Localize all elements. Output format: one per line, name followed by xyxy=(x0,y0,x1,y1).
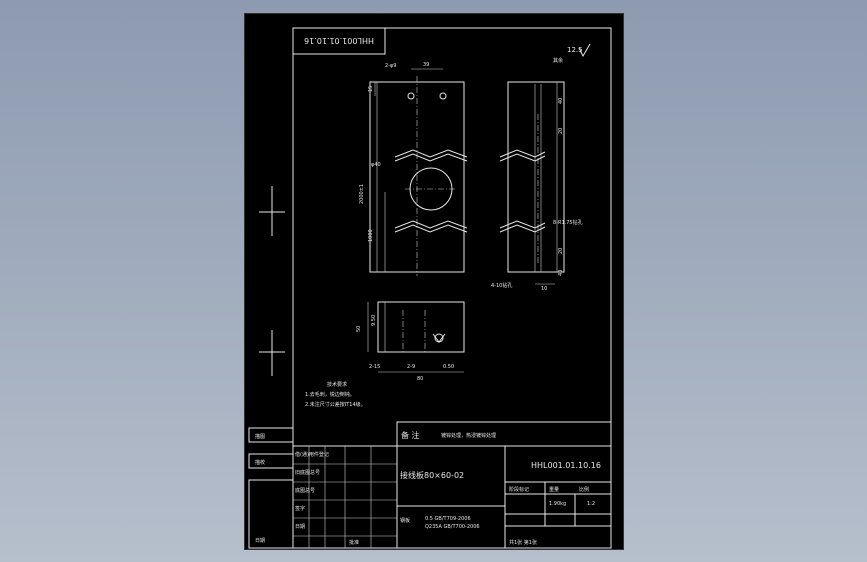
left-label-a: 描图 xyxy=(255,433,265,440)
weight-value: 1.90kg xyxy=(549,501,566,507)
scale-value: 1:2 xyxy=(587,501,595,507)
scale-label: 比例 xyxy=(579,486,589,493)
approved-label: 批准 xyxy=(349,539,359,546)
bottom-dim-right: 0.50 xyxy=(443,364,454,370)
left-label-c: 日期 xyxy=(255,538,265,544)
hole-spacing-dim: 39 xyxy=(423,62,429,68)
alignment-mark-upper xyxy=(259,186,285,236)
left-col-1: 借(通)用件登记 xyxy=(295,451,329,458)
side-dim-top: 40 xyxy=(558,98,564,104)
side-bottom-note: 4-10钻孔 xyxy=(491,282,512,289)
notes-title: 技术要求 xyxy=(327,381,347,388)
side-view xyxy=(499,81,565,285)
left-label-box-c xyxy=(248,479,294,549)
front-view xyxy=(369,68,468,276)
left-col-3: 底图总号 xyxy=(295,487,315,494)
notes-line-2: 2.未注尺寸公差按IT14级。 xyxy=(305,401,366,408)
weight-label: 重量 xyxy=(549,486,559,493)
left-col-2: 旧底图总号 xyxy=(295,469,320,476)
surface-note: 其余 xyxy=(553,57,563,64)
bottom-dim-left: 2-15 xyxy=(369,364,380,370)
surface-finish-value: 12.5 xyxy=(567,46,583,54)
bottom-dim-mid: 2-9 xyxy=(407,364,415,370)
center-hole-dim: φ40 xyxy=(371,162,381,168)
height-lower-dim: 1000 xyxy=(368,229,374,242)
side-dim-2: 20 xyxy=(558,128,564,134)
drawing-number: HHL001.01.10.16 xyxy=(531,461,601,470)
drawing-sheet: HHL001.01.10.16 12.5 其余 2-φ9 39 15 φ40 2… xyxy=(244,13,624,550)
stage-label: 阶段标记 xyxy=(509,486,529,493)
material: Q235A GB/T700-2006 xyxy=(425,524,480,530)
height-total-dim: 2000±1 xyxy=(359,184,365,204)
hole-dia-dim: 2-φ9 xyxy=(385,63,396,69)
rotated-code: HHL001.01.10.16 xyxy=(304,36,374,45)
part-name: 接线板80×60-02 xyxy=(400,470,464,480)
material-spec: 0.5 GB/T709-2006 xyxy=(425,516,471,522)
bottom-width-dim: 80 xyxy=(417,376,423,382)
side-hole-note: 8-R1.75钻孔 xyxy=(553,219,583,226)
left-label-b: 描校 xyxy=(255,459,265,466)
top-offset-dim: 15 xyxy=(368,86,374,92)
drawing-canvas: HHL001.01.10.16 12.5 其余 2-φ9 39 15 φ40 2… xyxy=(248,27,612,549)
left-col-5: 日期 xyxy=(295,524,305,530)
title-block xyxy=(293,421,612,549)
surface-finish-symbol xyxy=(578,43,591,58)
notes-line-1: 1.去毛刺，锐边倒钝。 xyxy=(305,391,355,398)
side-dim-3: 20 xyxy=(558,248,564,254)
side-dim-4: 40 xyxy=(558,270,564,276)
bottom-height-dim: 50 xyxy=(356,326,362,332)
left-col-4: 签字 xyxy=(295,505,305,512)
inner-frame xyxy=(292,27,612,549)
left-label-box-b xyxy=(248,453,294,469)
bottom-view xyxy=(367,301,465,373)
code-box xyxy=(292,27,386,55)
material-label: 钢板 xyxy=(400,517,410,524)
left-label-box-a xyxy=(248,427,294,443)
alignment-mark-lower xyxy=(259,330,285,376)
remark-text: 镀锌处理，热浸镀锌处理 xyxy=(441,432,496,439)
side-width-dim: 10 xyxy=(541,286,547,292)
bottom-inner-dim: 9.50 xyxy=(371,315,377,326)
remark-label: 备 注 xyxy=(401,430,420,440)
sheet-count: 共1张 第1张 xyxy=(509,539,537,546)
